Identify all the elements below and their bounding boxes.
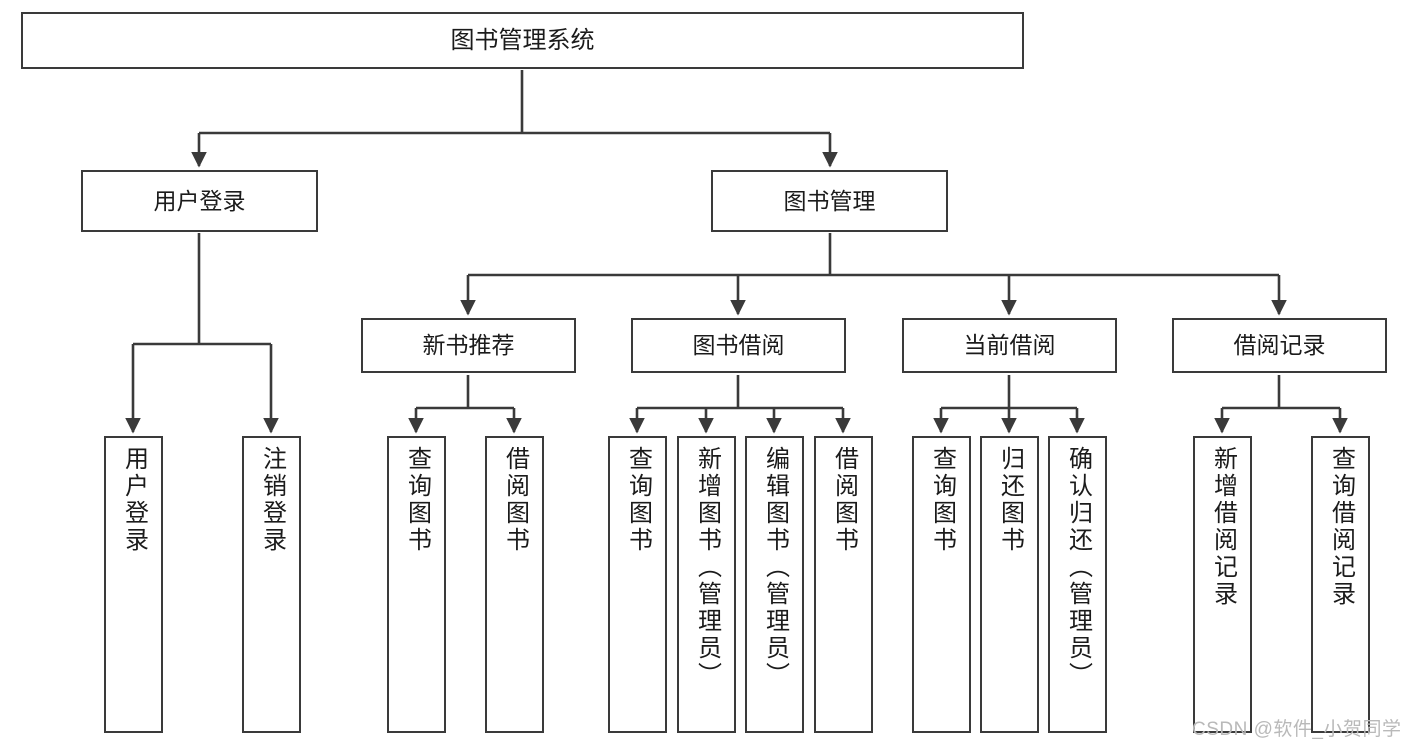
leaf-borrow-book[interactable]: 借阅图书 bbox=[814, 436, 873, 733]
leaf-user-login[interactable]: 用户登录 bbox=[104, 436, 163, 733]
leaf-logout[interactable]: 注销登录 bbox=[242, 436, 301, 733]
leaf-query-book-borrow[interactable]: 查询图书 bbox=[608, 436, 667, 733]
leaf-query-borrow-record[interactable]: 查询借阅记录 bbox=[1311, 436, 1370, 733]
node-label: 借阅记录 bbox=[1233, 332, 1326, 359]
node-label: 确认归还（管理员） bbox=[1064, 446, 1092, 689]
node-current-borrow[interactable]: 当前借阅 bbox=[902, 318, 1117, 373]
node-label: 查询借阅记录 bbox=[1327, 446, 1355, 608]
node-label: 借阅图书 bbox=[501, 446, 529, 554]
node-label: 新增借阅记录 bbox=[1209, 446, 1237, 608]
node-book-borrow[interactable]: 图书借阅 bbox=[631, 318, 846, 373]
node-label: 归还图书 bbox=[996, 446, 1024, 554]
node-label: 用户登录 bbox=[120, 446, 148, 554]
node-label: 新书推荐 bbox=[422, 332, 515, 359]
leaf-return-book[interactable]: 归还图书 bbox=[980, 436, 1039, 733]
node-label: 查询图书 bbox=[624, 446, 652, 554]
node-label: 新增图书（管理员） bbox=[693, 446, 721, 689]
node-label: 用户登录 bbox=[153, 187, 246, 214]
node-label: 查询图书 bbox=[403, 446, 431, 554]
node-borrow-record[interactable]: 借阅记录 bbox=[1172, 318, 1387, 373]
node-new-book-recommend[interactable]: 新书推荐 bbox=[361, 318, 576, 373]
node-label: 图书管理系统 bbox=[450, 26, 595, 54]
leaf-add-book-admin[interactable]: 新增图书（管理员） bbox=[677, 436, 736, 733]
leaf-query-book-recommend[interactable]: 查询图书 bbox=[387, 436, 446, 733]
leaf-borrow-book-recommend[interactable]: 借阅图书 bbox=[485, 436, 544, 733]
node-label: 图书管理 bbox=[783, 187, 876, 214]
leaf-confirm-return-admin[interactable]: 确认归还（管理员） bbox=[1048, 436, 1107, 733]
node-book-management[interactable]: 图书管理 bbox=[711, 170, 948, 232]
node-user-login[interactable]: 用户登录 bbox=[81, 170, 318, 232]
node-label: 借阅图书 bbox=[830, 446, 858, 554]
node-label: 编辑图书（管理员） bbox=[761, 446, 789, 689]
node-root-system[interactable]: 图书管理系统 bbox=[21, 12, 1024, 69]
leaf-add-borrow-record[interactable]: 新增借阅记录 bbox=[1193, 436, 1252, 733]
watermark-text: CSDN @软件_小贺同学 bbox=[1192, 719, 1402, 740]
leaf-edit-book-admin[interactable]: 编辑图书（管理员） bbox=[745, 436, 804, 733]
node-label: 图书借阅 bbox=[692, 332, 785, 359]
node-label: 当前借阅 bbox=[963, 332, 1056, 359]
node-label: 注销登录 bbox=[258, 446, 286, 554]
leaf-query-book-current[interactable]: 查询图书 bbox=[912, 436, 971, 733]
node-label: 查询图书 bbox=[928, 446, 956, 554]
